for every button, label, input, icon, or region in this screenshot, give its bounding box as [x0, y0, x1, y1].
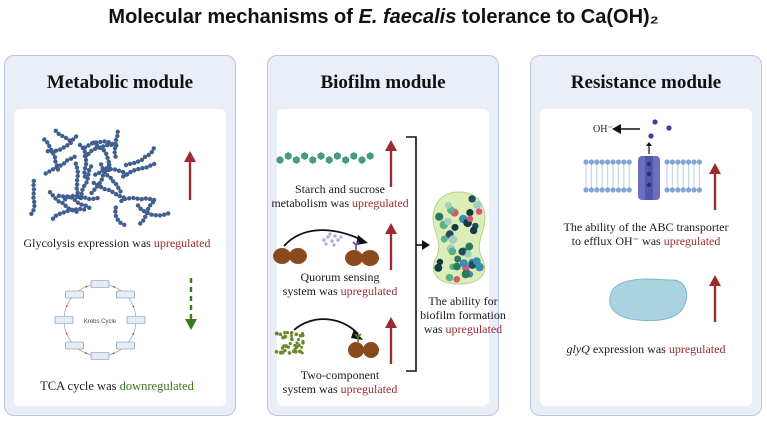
- resistance-module-panel: Resistance module: [530, 55, 762, 416]
- glyq-label: glyQ expression was upregulated: [540, 342, 752, 356]
- result-status: upregulated: [445, 322, 503, 336]
- starch-chain-icon: [276, 152, 374, 164]
- glycolysis-text: Glycolysis expression was: [23, 236, 154, 250]
- glyq-text: expression was: [589, 342, 669, 356]
- abc-line1: The ability of the ABC transporter: [563, 220, 729, 234]
- starch-status: upregulated: [352, 196, 409, 210]
- biofilm-result-label: The ability for biofilm formation was up…: [402, 294, 524, 336]
- metabolic-module-panel: Metabolic module: [4, 55, 236, 416]
- downregulated-arrow-icon: [185, 278, 197, 330]
- krebs-cycle-label: Krebs Cycle: [84, 319, 117, 325]
- bacteria-pair-right-icon: [345, 241, 379, 266]
- glyq-gene: glyQ: [566, 342, 590, 356]
- glycolysis-status: upregulated: [153, 236, 211, 250]
- upregulated-arrow-icon: [709, 163, 721, 210]
- result-line2: biofilm formation: [420, 308, 506, 322]
- figure-title: Molecular mechanisms of E. faecalis tole…: [0, 6, 767, 29]
- tca-label: TCA cycle was downregulated: [12, 379, 222, 393]
- glycolysis-label: Glycolysis expression was upregulated: [12, 236, 222, 250]
- title-prefix: Molecular mechanisms of: [108, 6, 359, 28]
- starch-line2: metabolism was: [271, 196, 352, 210]
- biofilm-cluster-icon: [432, 191, 486, 285]
- tca-text: TCA cycle was: [40, 379, 120, 393]
- bacteria-pair-left-icon: [273, 248, 307, 264]
- upregulated-arrow-icon: [709, 275, 721, 322]
- biofilm-module-title: Biofilm module: [320, 72, 446, 93]
- upregulated-arrow-icon: [184, 151, 196, 200]
- abc-transporter-icon: [638, 142, 660, 200]
- starch-label: Starch and sucrose metabolism was upregu…: [270, 182, 410, 210]
- abc-transporter-label: The ability of the ABC transporter to ef…: [540, 220, 752, 248]
- abc-status: upregulated: [663, 234, 721, 248]
- result-line1: The ability for: [428, 294, 498, 308]
- glycogen-network-icon: [29, 128, 171, 227]
- upregulated-arrow-icon: [385, 223, 397, 270]
- upregulated-arrow-icon: [385, 317, 397, 364]
- tca-status: downregulated: [119, 379, 194, 393]
- upregulated-arrow-icon: [385, 140, 397, 187]
- metabolic-module-title: Metabolic module: [46, 72, 194, 93]
- result-line3: was: [423, 322, 446, 336]
- hydroxide-ions-icon: [648, 119, 672, 139]
- starch-line1: Starch and sucrose: [295, 182, 385, 196]
- title-suffix: tolerance to Ca(OH)₂: [456, 6, 659, 28]
- bacteria-pair-icon: [348, 333, 379, 358]
- hydroxide-label: OH⁻: [593, 124, 613, 135]
- quorum-label: Quorum sensing system was upregulated: [270, 270, 410, 298]
- krebs-cycle-diagram: Krebs Cycle: [54, 280, 146, 360]
- efflux-arrow-icon: [612, 124, 640, 134]
- abc-line2: to efflux OH⁻ was: [571, 234, 664, 248]
- signal-molecules-icon: [322, 232, 343, 247]
- quorum-line1: Quorum sensing: [300, 270, 380, 284]
- twocomp-status: upregulated: [340, 382, 398, 396]
- title-organism: E. faecalis: [358, 6, 457, 28]
- cell-membrane-icon: [583, 159, 702, 193]
- two-component-system-icon: [274, 318, 379, 358]
- quorum-line2: system was: [282, 284, 341, 298]
- convergence-bracket: [406, 136, 430, 372]
- twocomp-line1: Two-component: [300, 368, 380, 382]
- two-component-label: Two-component system was upregulated: [270, 368, 410, 396]
- quorum-status: upregulated: [340, 284, 398, 298]
- glyq-protein-icon: [609, 278, 688, 322]
- twocomp-line2: system was: [282, 382, 341, 396]
- glyq-status: upregulated: [668, 342, 726, 356]
- resistance-module-title: Resistance module: [570, 72, 722, 93]
- quorum-sensing-icon: [273, 229, 379, 266]
